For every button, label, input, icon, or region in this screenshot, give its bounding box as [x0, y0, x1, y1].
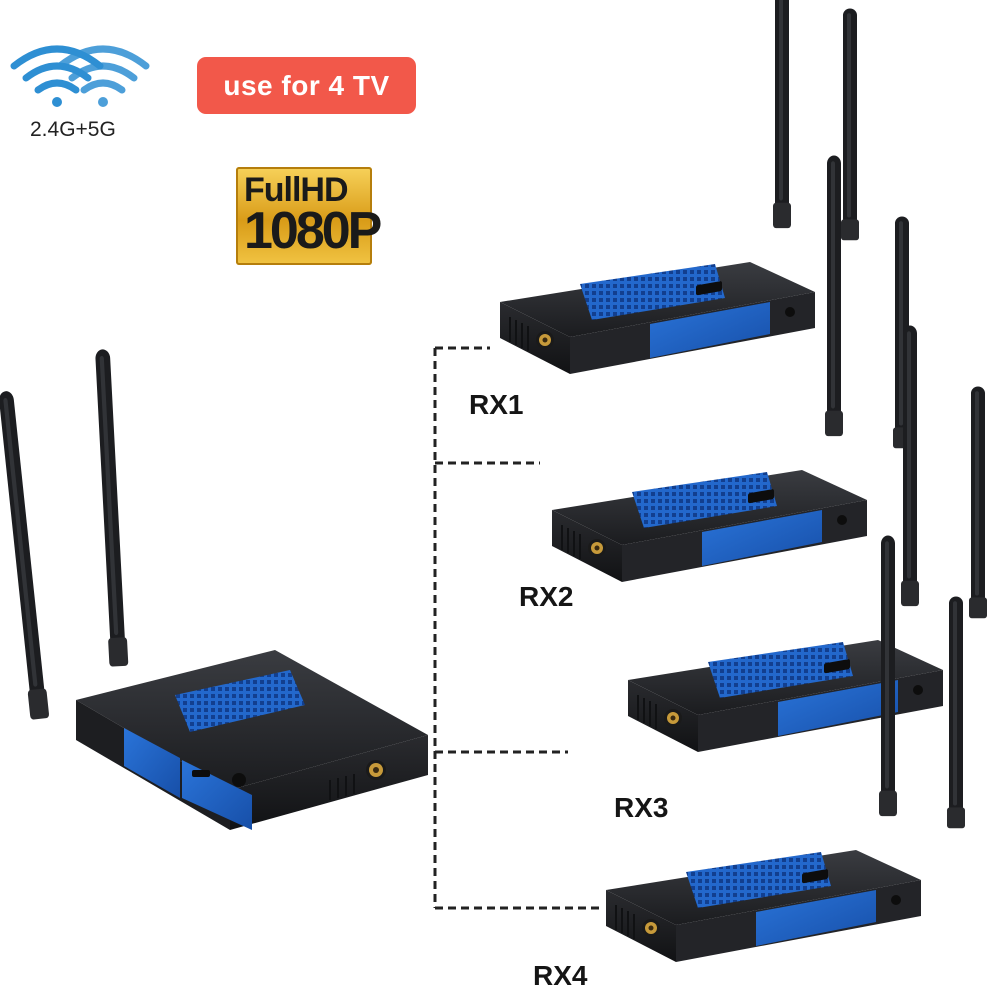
fullhd-line1: FullHD [244, 171, 349, 209]
rx-label-4: RX4 [533, 960, 588, 991]
transmitter-device [0, 348, 428, 830]
promo-badge: use for 4 TV [197, 57, 416, 114]
fullhd-line2: 1080P [244, 202, 382, 260]
rx-label-3: RX3 [614, 792, 669, 823]
receiver-device-1 [500, 0, 859, 374]
wifi-caption: 2.4G+5G [30, 118, 116, 141]
fullhd-badge: FullHD 1080P [236, 167, 382, 265]
wifi-dual-band-icon [10, 45, 150, 107]
receiver-device-2 [552, 156, 911, 583]
rx-label-1: RX1 [469, 389, 524, 420]
rx-label-2: RX2 [519, 581, 574, 612]
connector-lines [433, 346, 602, 910]
